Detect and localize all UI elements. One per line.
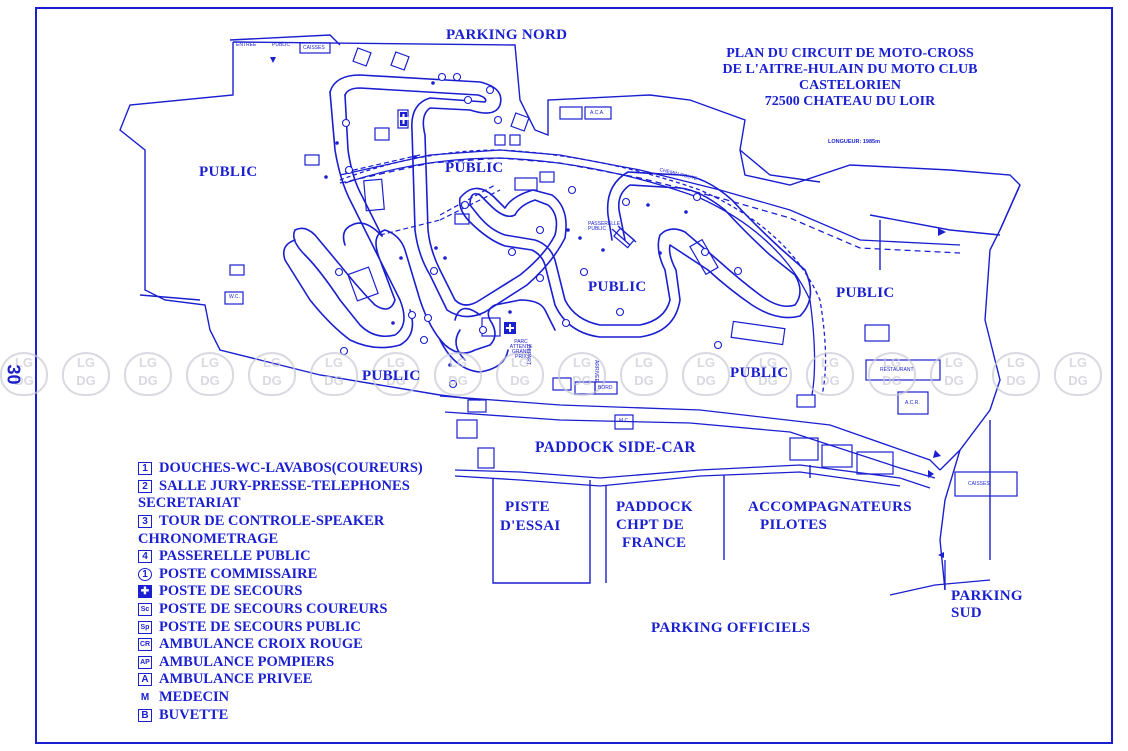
legend-text: AMBULANCE POMPIERS <box>159 653 335 670</box>
label-public-4: PUBLIC <box>836 285 895 301</box>
legend-symbol-icon: M <box>140 692 150 704</box>
title-line-1: PLAN DU CIRCUIT DE MOTO-CROSS <box>726 46 974 61</box>
legend-text: BUVETTE <box>159 706 229 723</box>
legend-symbol-icon: 1 <box>138 567 152 581</box>
legend-symbol-icon: 3 <box>138 515 152 529</box>
label-paddock-chpt-3: FRANCE <box>622 535 687 551</box>
label-paddock-side-car: PADDOCK SIDE-CAR <box>535 439 696 456</box>
legend-item: 3 TOUR DE CONTROLE-SPEAKER <box>138 513 423 531</box>
legend-symbol-icon: CR <box>138 638 152 652</box>
label-paddock-chpt-2: CHPT DE <box>616 517 685 533</box>
legend-item: Sp POSTE DE SECOURS PUBLIC <box>138 618 423 636</box>
page-number: 30 <box>3 364 24 385</box>
label-caisses-right: CAISSES <box>968 481 990 487</box>
legend-item: CHRONOMETRAGE <box>138 530 423 548</box>
legend-item: SECRETARIAT <box>138 495 423 513</box>
arrow-icons <box>270 57 946 558</box>
label-parking-nord: PARKING NORD <box>446 27 568 43</box>
legend-item: CR AMBULANCE CROIX ROUGE <box>138 636 423 654</box>
legend-text: TOUR DE CONTROLE-SPEAKER <box>159 513 385 530</box>
label-arrivee: ARRIVEE <box>593 360 599 382</box>
commissaire-posts <box>334 72 743 389</box>
label-public-gate: PUBLIC <box>272 42 291 48</box>
legend-text: AMBULANCE PRIVEE <box>159 671 313 688</box>
legend-item: A AMBULANCE PRIVEE <box>138 671 423 689</box>
legend-text: DOUCHES-WC-LAVABOS(COUREURS) <box>159 460 423 477</box>
legend-text: MEDECIN <box>159 689 230 706</box>
legend-text: POSTE COMMISSAIRE <box>159 565 318 582</box>
label-entree: ENTREE <box>236 42 257 48</box>
legend-item: B BUVETTE <box>138 706 423 724</box>
page-frame <box>35 7 1113 744</box>
label-public-3: PUBLIC <box>588 279 647 295</box>
legend-item: AP AMBULANCE POMPIERS <box>138 654 423 672</box>
legend-item: M MEDECIN <box>138 689 423 707</box>
access-roads <box>339 149 991 596</box>
passerelle-bridge <box>611 225 637 246</box>
legend-text: AMBULANCE CROIX ROUGE <box>159 636 363 653</box>
label-public-1: PUBLIC <box>199 164 258 180</box>
paddock-structures <box>224 42 1018 497</box>
legend-text: SECRETARIAT <box>138 495 241 512</box>
legend-item: 4 PASSERELLE PUBLIC <box>138 548 423 566</box>
property-boundary <box>119 34 1021 591</box>
legend-symbol-icon: B <box>138 708 152 722</box>
label-mc: M.C. <box>619 418 630 424</box>
legend-symbol-icon: 1 <box>138 462 152 476</box>
label-restaurant: RESTAURANT <box>880 367 914 373</box>
label-wc: W.C. <box>229 294 240 300</box>
label-bord: BORD <box>598 385 613 391</box>
legend-text: POSTE DE SECOURS COUREURS <box>159 601 388 618</box>
label-parking-sud-1: PARKING <box>951 588 1023 604</box>
label-accompagnateurs-2: PILOTES <box>760 517 828 533</box>
legend-item: Sc POSTE DE SECOURS COUREURS <box>138 601 423 619</box>
legend-item: 1 DOUCHES-WC-LAVABOS(COUREURS) <box>138 460 423 478</box>
bottom-zones <box>492 465 811 584</box>
label-caisses-top: CAISSES <box>303 45 325 51</box>
race-track <box>282 74 812 373</box>
legend: 1 DOUCHES-WC-LAVABOS(COUREURS) 2 SALLE JURY… <box>138 460 423 724</box>
legend-text: CHRONOMETRAGE <box>138 530 279 547</box>
small-dots <box>324 81 688 367</box>
legend-symbol-icon: ✚ <box>138 585 152 599</box>
legend-item: 1 POSTE COMMISSAIRE <box>138 566 423 584</box>
title-line-3: CASTELORIEN <box>799 78 901 93</box>
label-parc: PARC ATTENTE GRAND PRIX <box>509 339 533 360</box>
label-parking-officiels: PARKING OFFICIELS <box>651 620 811 636</box>
label-piste-essai-1: PISTE <box>505 499 550 515</box>
legend-item: 2 SALLE JURY-PRESSE-TELEPHONES <box>138 478 423 496</box>
legend-text: POSTE DE SECOURS <box>159 583 303 600</box>
legend-item: ✚ POSTE DE SECOURS <box>138 583 423 601</box>
title-line-2: DE L'AITRE-HULAIN DU MOTO CLUB <box>722 62 978 77</box>
legend-text: POSTE DE SECOURS PUBLIC <box>159 618 361 635</box>
label-accompagnateurs-1: ACCOMPAGNATEURS <box>748 499 912 515</box>
legend-symbol-icon: 4 <box>138 550 152 564</box>
legend-symbol-icon: A <box>138 673 152 687</box>
label-acr: A.C.R. <box>905 400 920 406</box>
legend-symbol-icon: AP <box>138 655 152 669</box>
label-paddock-chpt-1: PADDOCK <box>616 499 693 515</box>
label-public-5: PUBLIC <box>362 368 421 384</box>
label-piste-essai-2: D'ESSAI <box>500 518 561 534</box>
legend-symbol-icon: 2 <box>138 479 152 493</box>
label-parking-sud-2: SUD <box>951 605 982 621</box>
label-public-6: PUBLIC <box>730 365 789 381</box>
label-public-2: PUBLIC <box>445 160 504 176</box>
label-passerelle: PASSERELLE PUBLIC <box>588 221 621 232</box>
label-aca: A.C.A. <box>590 110 605 116</box>
label-depart: DEPART <box>525 345 531 365</box>
legend-text: SALLE JURY-PRESSE-TELEPHONES <box>159 477 410 494</box>
track-length: LONGUEUR: 1985m <box>828 139 880 145</box>
legend-symbol-icon: Sp <box>138 620 152 634</box>
map-title: PLAN DU CIRCUIT DE MOTO-CROSS DE L'AITRE… <box>700 46 1000 110</box>
legend-symbol-icon: Sc <box>138 603 152 617</box>
legend-text: PASSERELLE PUBLIC <box>159 548 311 565</box>
title-line-4: 72500 CHATEAU DU LOIR <box>764 94 936 109</box>
